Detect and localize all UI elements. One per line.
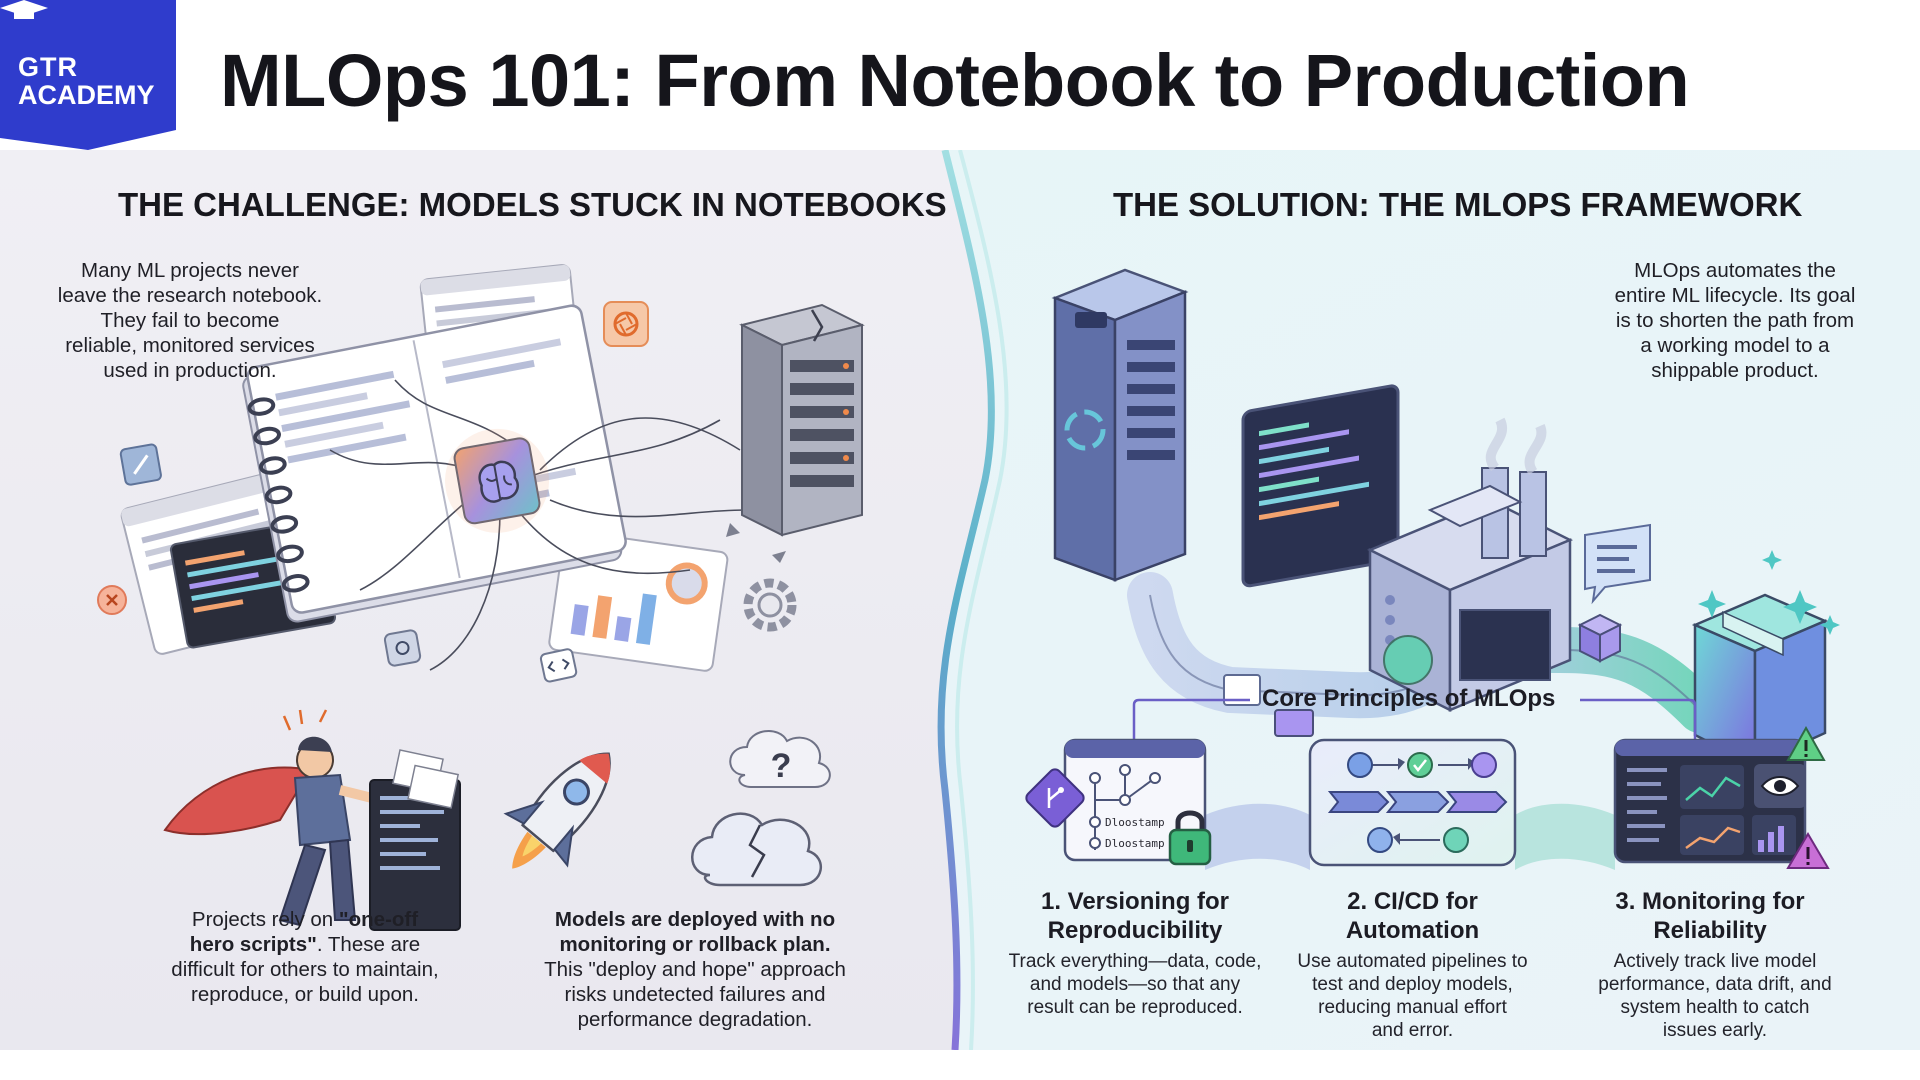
principle-monitoring-description: Actively track live model performance, d…	[1580, 950, 1850, 1042]
principle-desc-line: Actively track live model	[1613, 951, 1817, 972]
svg-text:?: ?	[771, 747, 792, 785]
principle-desc-line: Track everything—data, code,	[1008, 951, 1262, 972]
principle-versioning-description: Track everything—data, code, and models—…	[1000, 950, 1270, 1019]
principle-desc-line: performance, data drift, and	[1598, 974, 1832, 995]
panel-background-art: ?	[0, 150, 1920, 1050]
principle-versioning-title: 1. Versioning for Reproducibility	[1010, 887, 1260, 945]
principle-cicd-title: 2. CI/CD for Automation	[1300, 887, 1525, 945]
version-label-2: Dloostamp	[1105, 837, 1165, 850]
principle-desc-line: system health to catch	[1620, 997, 1810, 1018]
solution-intro-line: a working model to a	[1640, 334, 1830, 357]
server-tower-icon	[1051, 268, 1189, 582]
graduation-cap-icon	[0, 0, 48, 19]
logo-badge	[0, 0, 176, 150]
stacked-notebooks-illustration	[120, 264, 746, 672]
solution-intro-line: is to shorten the path from	[1615, 309, 1855, 332]
server-rack-icon	[726, 303, 865, 563]
chat-bubble-icon	[1584, 523, 1651, 605]
deploy-text-emphasis: Models are deployed with no	[554, 908, 836, 931]
principle-desc-line: issues early.	[1662, 1020, 1768, 1041]
logo-text-gtr: GTR	[18, 52, 78, 82]
aperture-chip-icon	[603, 301, 649, 347]
hero-scripts-text: Projects rely on "one-off hero scripts".…	[150, 907, 460, 1007]
brain-chip-icon	[445, 428, 550, 533]
error-x-icon	[97, 585, 127, 615]
principle-monitoring-title: 3. Monitoring for Reliability	[1590, 887, 1830, 945]
challenge-intro-line: They fail to become	[100, 309, 280, 332]
solution-intro-line: shippable product.	[1651, 359, 1819, 382]
alert-warning-icon	[1786, 832, 1830, 869]
principle-desc-line: Use automated pipelines to	[1297, 951, 1528, 972]
page-header: GTR ACADEMY MLOps 101: From Notebook to …	[0, 0, 1920, 150]
solution-intro-line: MLOps automates the	[1634, 259, 1836, 282]
logo-text-academy: ACADEMY	[18, 80, 155, 110]
principle-title-line: 3. Monitoring for	[1615, 888, 1805, 915]
core-principles-label: Core Principles of MLOps	[1262, 685, 1556, 712]
content-panels: ?	[0, 150, 1920, 1050]
principle-desc-line: test and deploy models,	[1312, 974, 1513, 995]
hero-developer-illustration	[163, 709, 461, 931]
rocket-icon	[503, 752, 611, 869]
version-label-1: Dloostamp	[1105, 816, 1165, 829]
solution-heading: THE SOLUTION: THE MLOPS FRAMEWORK	[1113, 186, 1803, 223]
deploy-text-line: This "deploy and hope" approach	[544, 958, 846, 981]
principle-cicd-description: Use automated pipelines to test and depl…	[1290, 950, 1535, 1042]
challenge-intro-line: used in production.	[103, 359, 277, 382]
git-branch-icon	[1025, 768, 1085, 828]
hero-text-emphasis: hero scripts"	[189, 933, 317, 956]
warning-icon	[1786, 725, 1826, 761]
challenge-intro-text: Many ML projects never leave the researc…	[40, 258, 340, 383]
solution-intro-line: entire ML lifecycle. Its goal	[1614, 284, 1856, 307]
principle-title-line: 2. CI/CD for	[1347, 888, 1478, 915]
deploy-text-line: performance degradation.	[577, 1008, 813, 1031]
mlops-pipeline-illustration	[1051, 268, 1840, 768]
deploy-and-hope-text: Models are deployed with no monitoring o…	[530, 907, 860, 1032]
code-bracket-icon	[539, 648, 578, 683]
principle-desc-line: and error.	[1371, 1020, 1454, 1041]
cloud-question-icon: ?	[729, 729, 831, 788]
hero-text-part: . These are	[316, 933, 421, 956]
gtr-academy-logo[interactable]: GTR ACADEMY	[0, 0, 176, 150]
deploy-text-line: risks undetected failures and	[564, 983, 826, 1006]
deploy-text-emphasis: monitoring or rollback plan.	[559, 933, 831, 956]
solution-intro-text: MLOps automates the entire ML lifecycle.…	[1580, 258, 1890, 383]
hero-text-emphasis: "one-off	[338, 908, 419, 931]
broken-cloud-icon	[691, 812, 823, 887]
hero-text-line: reproduce, or build upon.	[191, 983, 419, 1006]
principle-title-line: Automation	[1345, 917, 1480, 944]
principle-title-line: Reliability	[1653, 917, 1767, 944]
challenge-intro-line: reliable, monitored services	[65, 334, 315, 357]
principle-desc-line: and models—so that any	[1029, 974, 1241, 995]
eye-icon	[1754, 764, 1806, 808]
factory-icon	[1366, 417, 1574, 713]
principle-desc-line: result can be reproduced.	[1027, 997, 1243, 1018]
principle-title-line: Reproducibility	[1047, 917, 1223, 944]
principle-title-line: 1. Versioning for	[1040, 888, 1230, 915]
cluster-node-icon	[383, 629, 422, 667]
hero-text-part: Projects rely on	[191, 908, 339, 931]
page-title: MLOps 101: From Notebook to Production	[220, 39, 1690, 122]
cicd-pipeline-card	[1308, 738, 1517, 867]
core-principles-diagram: Dloostamp Dloostamp	[1025, 698, 1830, 870]
gear-icon	[743, 578, 797, 632]
challenge-heading: THE CHALLENGE: MODELS STUCK IN NOTEBOOKS	[118, 186, 947, 223]
pen-card-icon	[119, 443, 162, 486]
challenge-intro-line: leave the research notebook.	[57, 284, 323, 307]
challenge-intro-line: Many ML projects never	[81, 259, 299, 282]
code-monitor-icon	[1241, 384, 1400, 588]
footer-strip	[0, 1050, 1920, 1080]
principle-desc-line: reducing manual effort	[1318, 997, 1507, 1018]
hero-text-line: difficult for others to maintain,	[171, 958, 439, 981]
lock-icon	[1168, 810, 1212, 866]
versioning-card: Dloostamp Dloostamp	[1063, 738, 1207, 862]
